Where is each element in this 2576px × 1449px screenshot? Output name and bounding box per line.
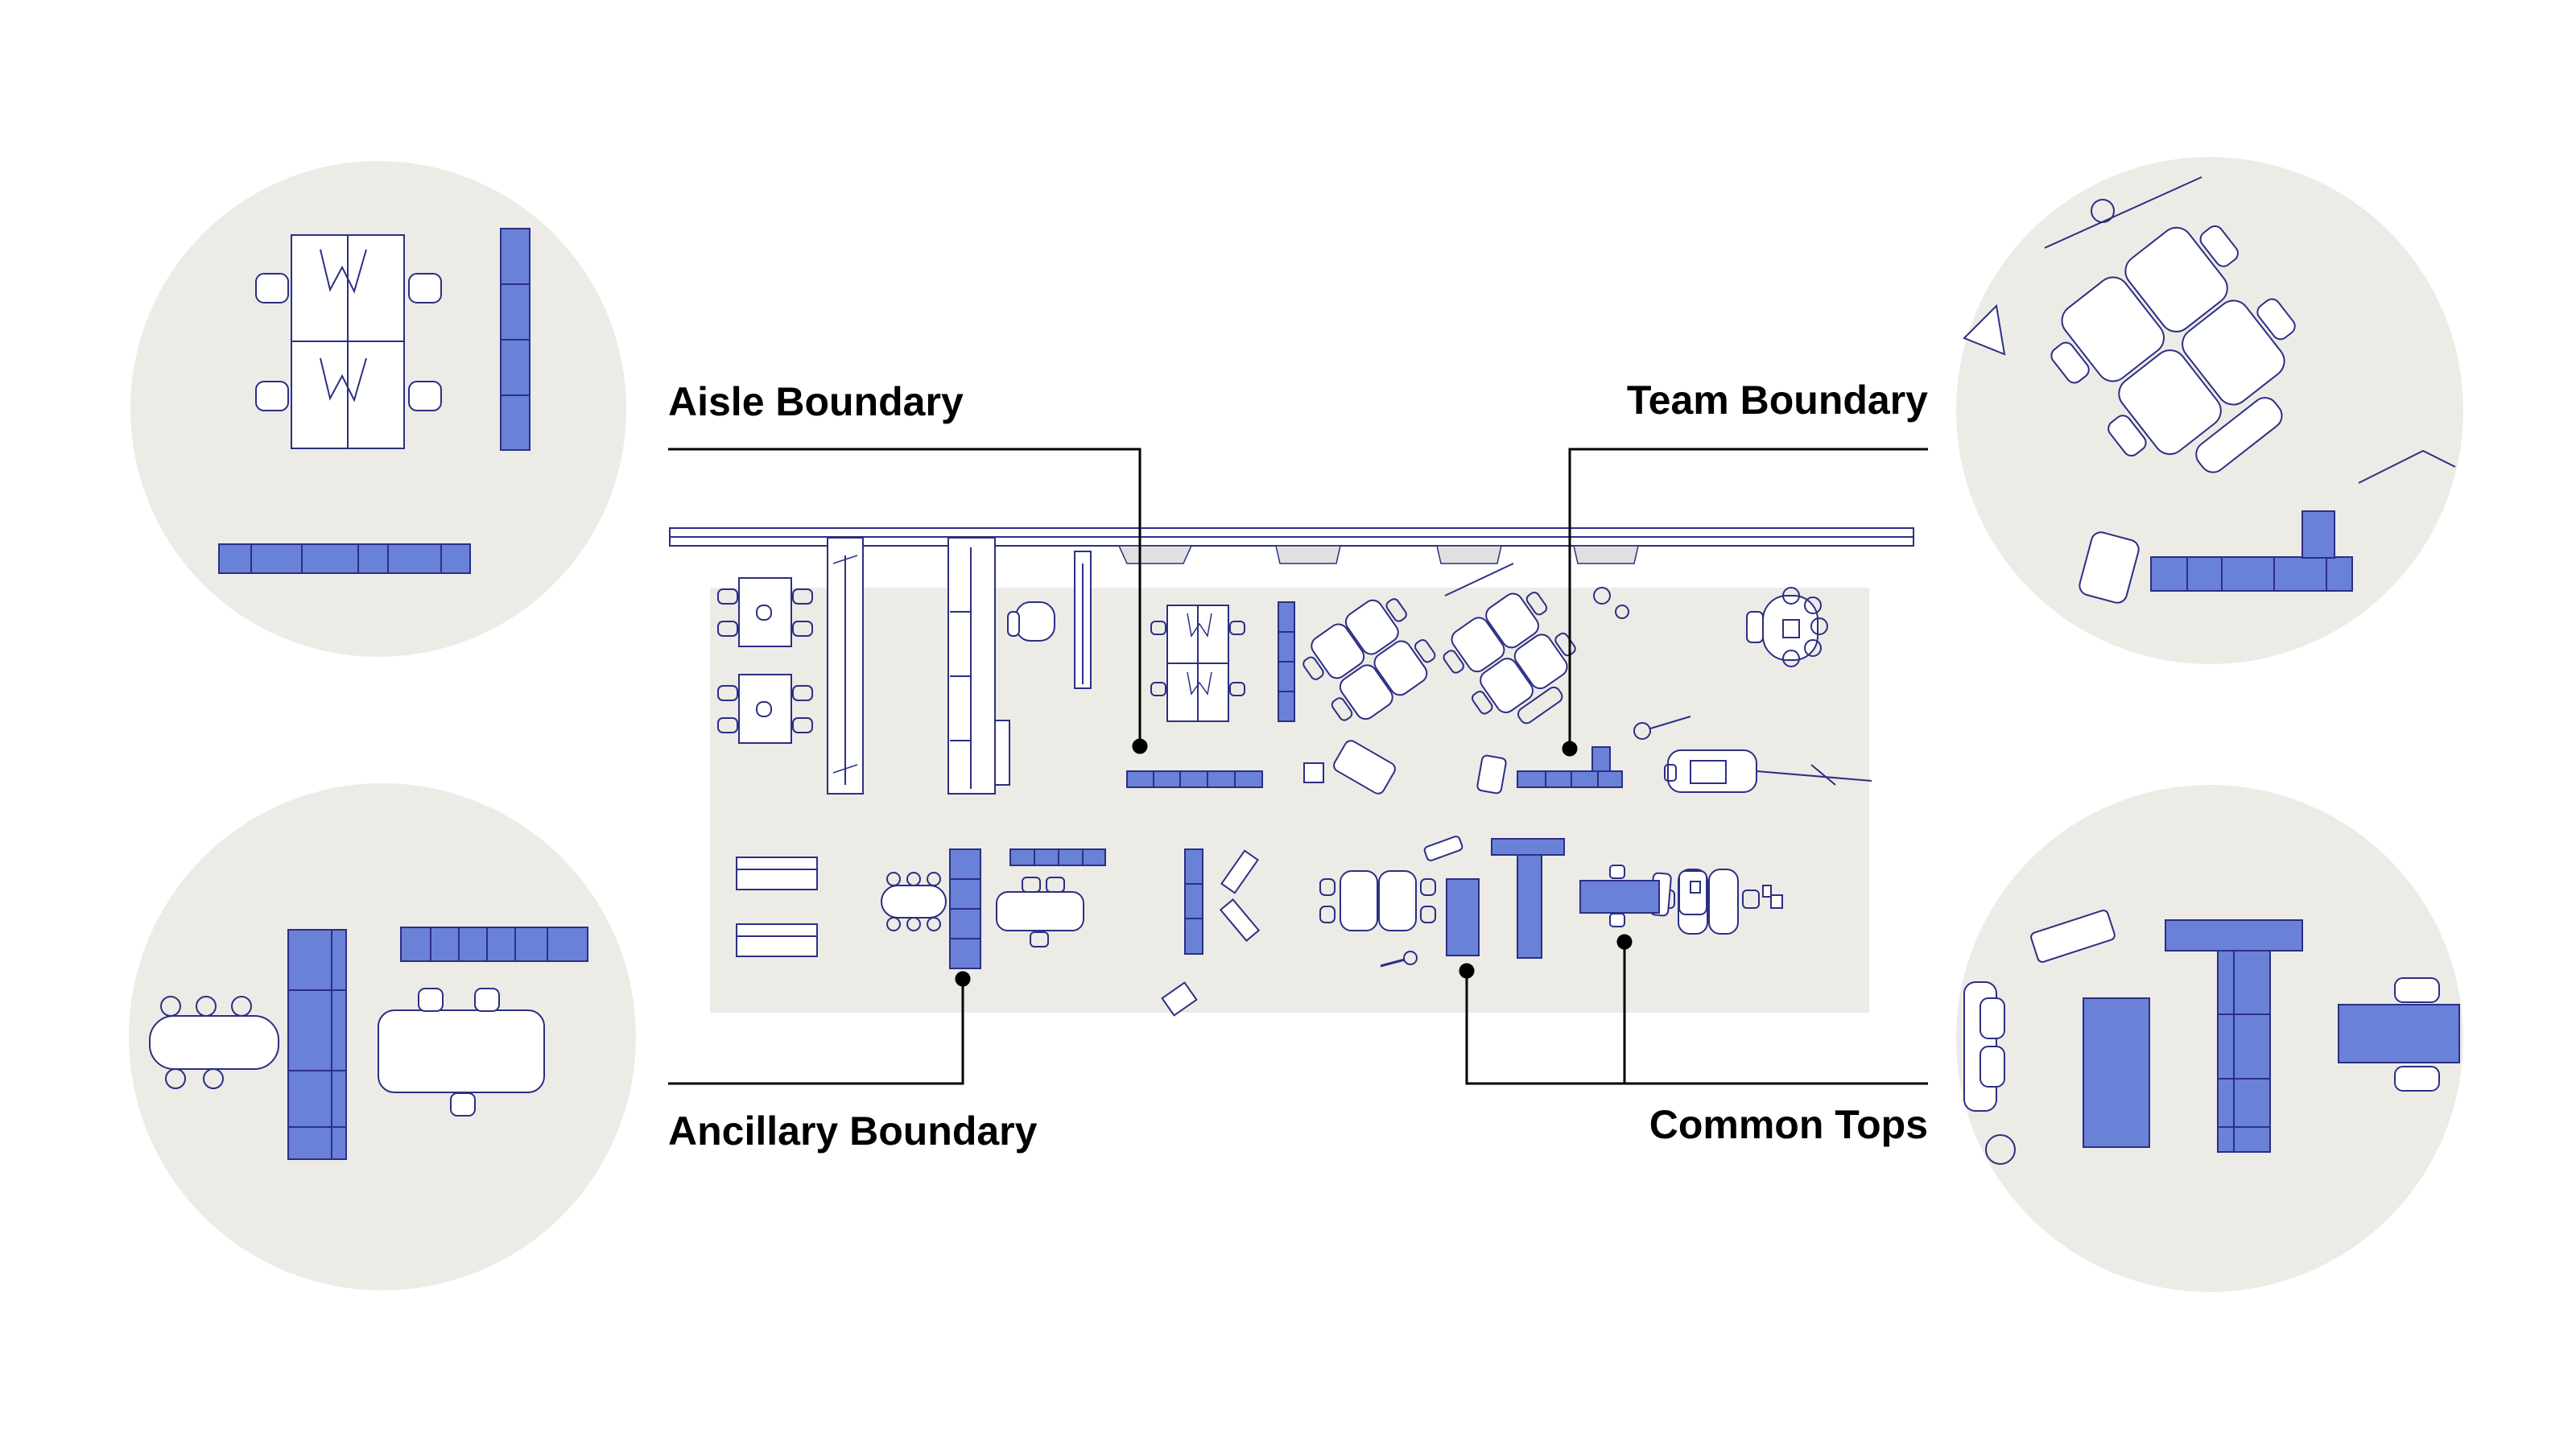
leader-ancillary — [668, 982, 964, 1085]
team-boundary-strip — [1517, 770, 1623, 788]
desk-pair-left — [717, 577, 813, 744]
bench-2 — [736, 923, 818, 957]
leader-common — [1465, 974, 1928, 1085]
desk-cluster — [1150, 605, 1245, 722]
detail-aisle-content — [218, 228, 530, 574]
windows — [1117, 545, 1639, 564]
leader-aisle — [668, 448, 1141, 742]
round-meeting-table — [1746, 587, 1828, 667]
common-tops-label: Common Tops — [1649, 1102, 1928, 1147]
aisle-boundary-label: Aisle Boundary — [668, 379, 964, 424]
detail-team-content — [1963, 176, 2456, 604]
detail-ancillary-content — [149, 927, 588, 1160]
detail-common-content — [1963, 910, 2460, 1165]
common-top-1 — [1446, 878, 1480, 956]
aisle-boundary-strip — [1126, 770, 1263, 788]
detail-circle-common — [1956, 785, 2463, 1292]
team-boundary-label: Team Boundary — [1626, 378, 1928, 423]
lower-meeting-table — [1319, 870, 1436, 931]
common-top-tall — [2083, 997, 2150, 1148]
ancillary-boundary-label: Ancillary Boundary — [668, 1108, 1038, 1154]
lounge-seating — [1664, 749, 1872, 793]
common-top-t — [1491, 838, 1565, 856]
floor-plan — [669, 527, 1914, 1017]
leader-lines — [668, 448, 1928, 1085]
common-top-desk — [1579, 880, 1660, 914]
leader-team — [1568, 448, 1928, 745]
floor-plan-accents — [949, 601, 1660, 969]
rotated-workstations — [1302, 598, 1436, 721]
bench-1 — [736, 857, 818, 890]
